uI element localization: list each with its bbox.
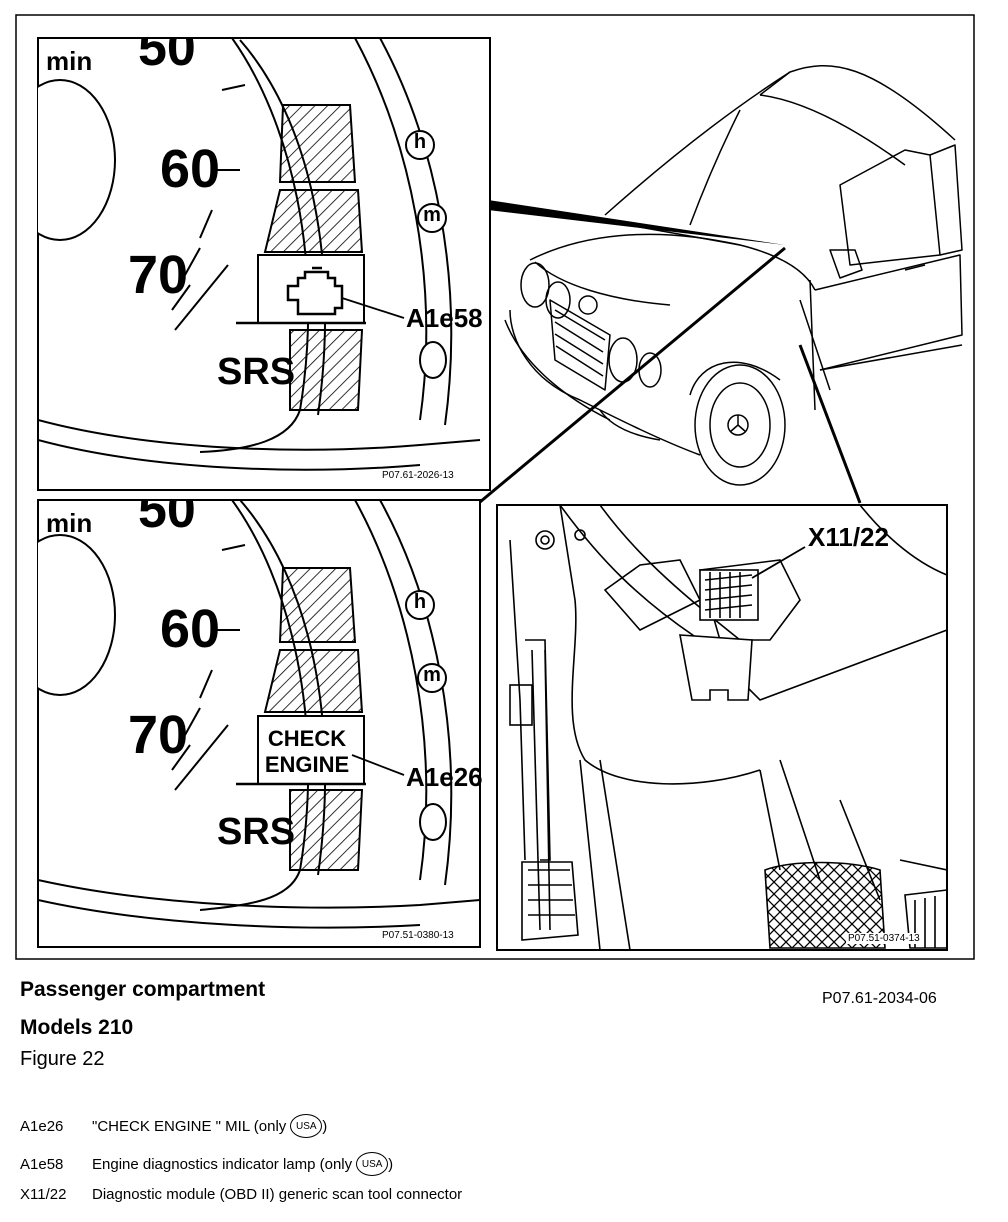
check-engine-lamp-label: CHECK ENGINE — [262, 726, 352, 778]
legend-code: A1e58 — [20, 1155, 64, 1173]
top-cluster-unit: min — [46, 46, 93, 76]
caption-code: P07.61-2034-06 — [822, 990, 937, 1007]
callout-line-footwell — [798, 344, 862, 504]
legend-suffix: ) — [388, 1155, 394, 1173]
bottom-cluster-tick-50: 50 — [138, 500, 196, 536]
caption-figure: Figure 22 — [20, 1048, 105, 1070]
bottom-cluster-code: P07.51-0380-13 — [382, 930, 454, 941]
diagram-illustration — [15, 14, 975, 960]
bottom-cluster-tick-70: 70 — [128, 705, 189, 765]
usa-badge-icon: USA — [356, 1152, 389, 1176]
car-illustration — [504, 64, 963, 486]
bottom-cluster-panel — [37, 499, 481, 948]
top-cluster-callout-a1e58: A1e58 — [406, 303, 483, 333]
top-cluster-code: P07.61-2026-13 — [382, 470, 454, 481]
top-cluster-tick-50: 50 — [138, 38, 196, 74]
top-cluster-button-h: h — [413, 131, 427, 153]
top-cluster-button-m: m — [423, 204, 441, 226]
outer-frame — [15, 14, 975, 960]
caption-models: Models 210 — [20, 1016, 134, 1039]
legend-suffix: ) — [322, 1117, 328, 1135]
caption-title: Passenger compartment — [20, 978, 266, 1001]
check-engine-line-2: ENGINE — [264, 752, 350, 777]
top-cluster-panel — [37, 37, 491, 491]
legend-text: "CHECK ENGINE " MIL (only — [92, 1117, 287, 1135]
callout-line-bottom — [479, 246, 786, 504]
top-cluster-tick-70: 70 — [128, 245, 189, 305]
top-cluster-tick-60: 60 — [160, 139, 221, 199]
bottom-cluster-button-h: h — [413, 591, 427, 613]
bottom-cluster-unit: min — [46, 508, 93, 538]
bottom-cluster-callout-a1e26: A1e26 — [406, 762, 483, 792]
footwell-callout-x11-22: X11/22 — [808, 522, 889, 552]
top-cluster-srs: SRS — [217, 351, 296, 393]
usa-badge-icon: USA — [290, 1114, 323, 1138]
legend-code: A1e26 — [20, 1117, 64, 1135]
footwell-panel — [496, 504, 948, 951]
legend-code: X11/22 — [20, 1186, 67, 1203]
bottom-cluster-tick-60: 60 — [160, 599, 221, 659]
bottom-cluster-button-m: m — [423, 664, 441, 686]
check-engine-line-1: CHECK — [267, 726, 347, 751]
callout-wedge-top — [488, 200, 785, 245]
legend-text: Engine diagnostics indicator lamp (only — [92, 1155, 353, 1173]
engine-icon — [286, 266, 344, 316]
footwell-code: P07.51-0374-13 — [846, 933, 922, 944]
legend-text: Diagnostic module (OBD II) generic scan … — [92, 1186, 463, 1203]
bottom-cluster-srs: SRS — [217, 811, 296, 853]
legend-row-a1e26: A1e26 "CHECK ENGINE " MIL (only USA ) — [20, 1114, 327, 1138]
legend-row-x11-22: X11/22 Diagnostic module (OBD II) generi… — [20, 1186, 462, 1203]
legend-row-a1e58: A1e58 Engine diagnostics indicator lamp … — [20, 1152, 393, 1176]
